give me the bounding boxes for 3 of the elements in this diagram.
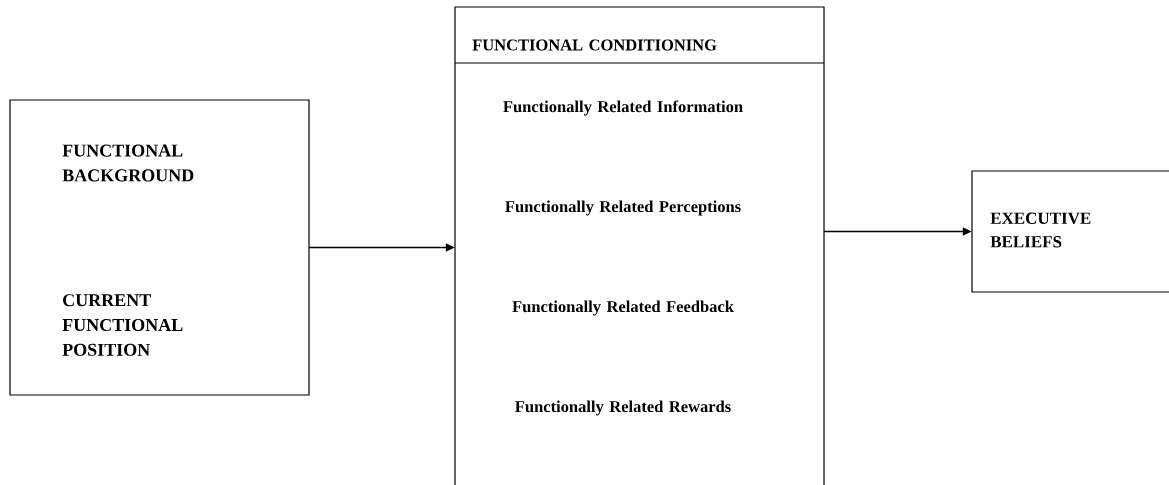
process-box: FUNCTIONAL CONDITIONING Functionally Related Information Functionally Related Perceptions Functionally Related Feedback Functionally Related Rewards [454, 6, 825, 485]
input-box: FUNCTIONAL BACKGROUND CURRENT FUNCTIONAL POSITION [9, 99, 310, 396]
outcome-box: EXECUTIVE BELIEFS [971, 170, 1169, 293]
